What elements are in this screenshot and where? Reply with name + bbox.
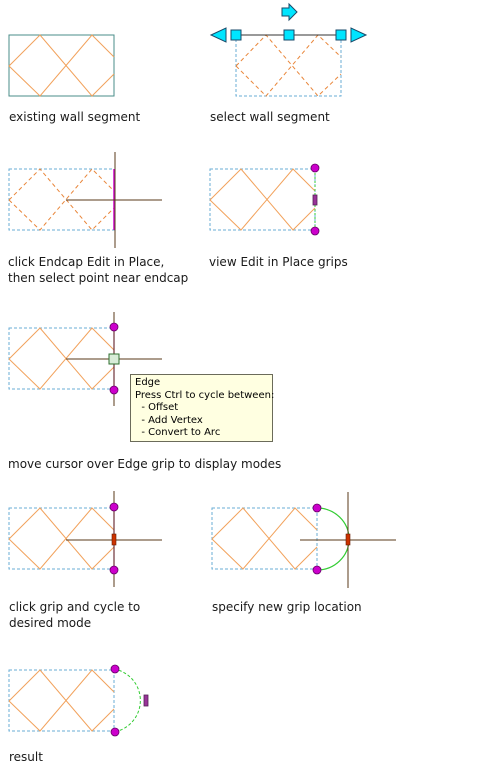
lengthen-left-grip[interactable]	[209, 27, 227, 43]
caption-click-endcap-line1: click Endcap Edit in Place,	[8, 255, 165, 269]
panel-click-endcap	[8, 152, 162, 248]
caption-click-endcap-line2: then select point near endcap	[8, 271, 189, 285]
panel-edge-grip-hover	[8, 312, 162, 406]
tooltip-instruction: Press Ctrl to cycle between:	[135, 389, 275, 401]
caption-specify-location: specify new grip location	[212, 600, 362, 614]
vertex-grip-bottom[interactable]	[109, 565, 119, 575]
caption-result: result	[9, 750, 43, 764]
wall-hatch	[8, 34, 115, 97]
edge-grip-hover-box[interactable]	[108, 353, 120, 365]
panel-specify-location	[211, 492, 396, 588]
wall-outline-dashed	[235, 34, 342, 97]
vertex-grip-bottom[interactable]	[110, 727, 120, 737]
caption-view-grips: view Edit in Place grips	[209, 255, 348, 269]
arc-endcap	[113, 668, 141, 733]
caption-select-wall: select wall segment	[210, 110, 330, 124]
lengthen-right-grip[interactable]	[350, 27, 368, 43]
wall-hatch	[8, 507, 115, 570]
caption-move-cursor: move cursor over Edge grip to display mo…	[8, 457, 282, 471]
caption-existing-wall: existing wall segment	[9, 110, 141, 124]
tooltip-option-add-vertex: - Add Vertex	[135, 414, 203, 426]
wall-hatch	[209, 168, 316, 231]
crosshair-cursor	[66, 152, 162, 248]
vertex-grip-bottom[interactable]	[109, 385, 119, 395]
tooltip-title: Edge	[135, 377, 161, 388]
vertex-grip-bottom[interactable]	[310, 226, 320, 236]
midpoint-grip[interactable]	[283, 29, 295, 41]
wall-outline-dashed	[8, 669, 115, 732]
edge-grip-tooltip: Edge Press Ctrl to cycle between: - Offs…	[130, 374, 275, 442]
tooltip-option-convert-arc: - Convert to Arc	[135, 427, 221, 438]
wall-outline-dashed	[209, 168, 316, 231]
edge-grip[interactable]	[312, 194, 318, 206]
vertex-grip-top[interactable]	[109, 502, 119, 512]
vertex-grip-top[interactable]	[312, 503, 322, 513]
arc-preview	[316, 507, 350, 571]
caption-click-grip-line1: click grip and cycle to	[9, 600, 141, 614]
edge-grip[interactable]	[143, 694, 149, 707]
wall-outline-dashed	[8, 507, 115, 570]
wall-hatch-dashed	[8, 168, 115, 231]
wall-hatch	[8, 669, 115, 732]
edge-grip-active[interactable]	[111, 533, 117, 546]
endpoint-grip-left[interactable]	[230, 29, 242, 41]
edge-grip-dragged[interactable]	[345, 533, 351, 546]
caption-click-grip-line2: desired mode	[9, 616, 92, 630]
panel-result	[8, 664, 149, 737]
vertex-grip-top[interactable]	[310, 163, 320, 173]
panel-cycle-mode	[8, 491, 162, 587]
vertex-grip-top[interactable]	[110, 664, 120, 674]
wall-outline-dashed	[211, 507, 318, 570]
flip-arrow-grip[interactable]	[281, 2, 298, 22]
panel-view-grips	[209, 163, 320, 236]
endpoint-grip-right[interactable]	[335, 29, 347, 41]
wall-outline	[8, 34, 115, 97]
wall-hatch-dashed	[235, 34, 342, 97]
tooltip-option-offset: - Offset	[135, 402, 179, 413]
panel-select-wall	[209, 2, 368, 97]
wall-hatch	[211, 507, 318, 570]
panel-existing-wall	[8, 34, 115, 97]
vertex-grip-bottom[interactable]	[312, 565, 322, 575]
vertex-grip-top[interactable]	[109, 322, 119, 332]
